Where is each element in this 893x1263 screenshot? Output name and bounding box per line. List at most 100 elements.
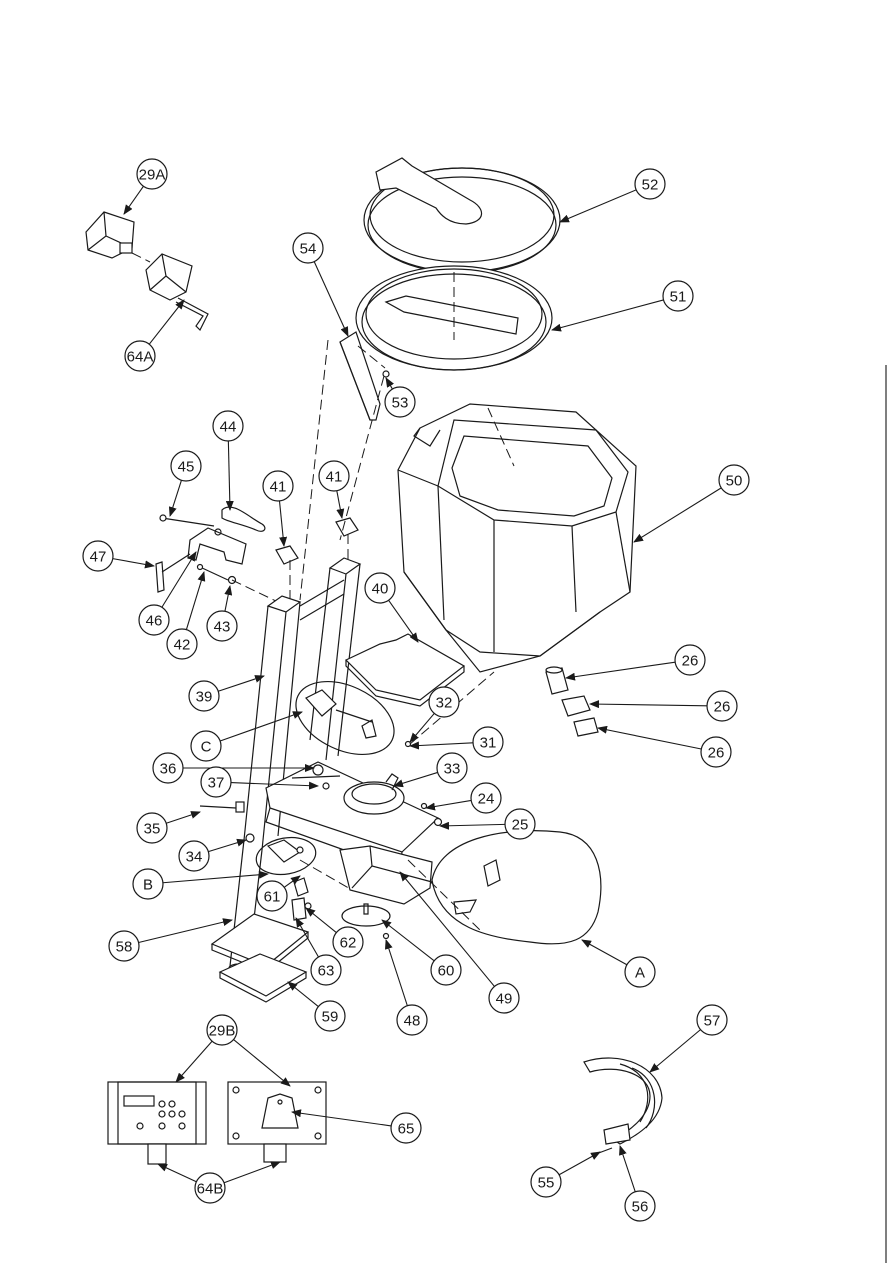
callout-leader-arrow <box>439 821 506 830</box>
callout-bubble <box>718 464 750 496</box>
callout-leader-arrow <box>112 558 155 569</box>
callout-bubble <box>700 736 732 768</box>
callout-leader-arrow <box>278 500 288 547</box>
hopper-50-part <box>397 403 637 673</box>
callout-label: 64A <box>127 349 154 366</box>
callout-label: 33 <box>444 761 461 778</box>
callout-53: 53 <box>384 377 416 418</box>
callout-64a: 64A <box>124 299 185 372</box>
callout-leader-arrow <box>565 661 676 681</box>
callout-54: 54 <box>292 232 349 337</box>
callout-leader-arrow <box>425 799 472 811</box>
callout-bubble <box>136 158 168 190</box>
callout-label: 45 <box>178 459 195 476</box>
callout-leader-arrow <box>581 939 628 966</box>
callout-33: 33 <box>393 752 468 788</box>
callout-leader-arrow <box>185 571 206 630</box>
callout-bubble <box>166 628 198 660</box>
ring-51-part <box>355 265 553 371</box>
callout-leader-arrow <box>162 870 269 884</box>
callout-label: 26 <box>714 699 731 716</box>
bracket-64a-part <box>145 253 209 332</box>
clamp-group-part <box>155 506 279 603</box>
callout-50: 50 <box>633 464 750 543</box>
callout-bubble <box>124 340 156 372</box>
callout-64b: 64B <box>157 1161 281 1204</box>
callout-leader-arrow <box>291 1109 392 1127</box>
callout-bubble <box>262 470 294 502</box>
callout-label: 44 <box>220 419 237 436</box>
callout-bubble <box>292 232 324 264</box>
callout-a: A <box>581 939 656 988</box>
callout-leader-arrow <box>223 1161 281 1184</box>
callout-leader-arrow <box>399 871 495 987</box>
callout-bubble <box>396 1004 428 1036</box>
callout-label: 58 <box>116 939 133 956</box>
callout-bubble <box>624 956 656 988</box>
callout-label: 32 <box>436 695 453 712</box>
callout-32: 32 <box>409 686 460 743</box>
callout-40: 40 <box>364 572 419 643</box>
callout-leader-arrow <box>305 907 337 933</box>
callout-label: 26 <box>708 745 725 762</box>
callout-49: 49 <box>399 871 520 1014</box>
callout-label: 60 <box>438 963 455 980</box>
callout-43: 43 <box>206 585 238 642</box>
callout-bubble <box>108 930 140 962</box>
callout-leader-arrow <box>558 1151 601 1176</box>
callout-label: C <box>201 739 212 756</box>
callout-41a: 41 <box>262 470 294 547</box>
callout-leader-arrow <box>166 811 201 824</box>
callout-26b: 26 <box>589 690 738 722</box>
callout-leader-arrow <box>230 781 319 790</box>
callout-bubble <box>696 1004 728 1036</box>
callout-leader-arrow <box>551 299 664 332</box>
callout-label: 29B <box>209 1023 236 1040</box>
callout-leader-arrow <box>138 918 233 944</box>
callout-bubble <box>212 410 244 442</box>
callout-bubble <box>504 808 536 840</box>
callout-label: 48 <box>404 1013 421 1030</box>
callout-26c: 26 <box>597 725 732 768</box>
callout-leader-arrow <box>633 487 722 543</box>
callout-label: 41 <box>270 479 287 496</box>
callout-61: 61 <box>256 875 301 912</box>
controller-back-29b-part <box>227 1081 327 1163</box>
construction-line <box>299 339 329 601</box>
callout-label: 49 <box>496 991 513 1008</box>
callout-label: 51 <box>670 289 687 306</box>
callout-45: 45 <box>168 450 202 517</box>
callout-label: 31 <box>480 735 497 752</box>
plate-40-part <box>344 633 466 707</box>
callout-label: A <box>635 965 645 982</box>
callout-60: 60 <box>381 919 462 986</box>
callout-bubble <box>190 730 222 762</box>
callout-bubble <box>136 812 168 844</box>
detail-a-part <box>431 830 602 945</box>
callout-leader-arrow <box>168 480 182 517</box>
callout-leader-arrow <box>157 1163 197 1183</box>
callout-label: 61 <box>264 889 281 906</box>
callout-leader-arrow <box>409 741 474 750</box>
callout-label: 65 <box>398 1121 415 1138</box>
callout-leader-arrow <box>295 917 319 958</box>
callout-bubble <box>332 926 364 958</box>
construction-line <box>299 859 353 891</box>
callout-label: 39 <box>196 689 213 706</box>
callout-label: 47 <box>90 549 107 566</box>
callout-label: 37 <box>208 775 225 792</box>
callout-36: 36 <box>152 752 315 784</box>
callout-26a: 26 <box>565 644 706 681</box>
callout-label: 50 <box>726 473 743 490</box>
callout-29a: 29A <box>123 158 168 215</box>
callout-55: 55 <box>530 1151 601 1198</box>
callout-leader-arrow <box>233 1039 291 1087</box>
callout-leader-arrow <box>597 725 702 750</box>
callout-bubble <box>470 782 502 814</box>
callout-bubble <box>132 868 164 900</box>
callout-leader-arrow <box>225 440 234 511</box>
post-58-part <box>210 839 310 1003</box>
callout-leader-arrow <box>336 490 345 519</box>
callout-label: 55 <box>538 1175 555 1192</box>
